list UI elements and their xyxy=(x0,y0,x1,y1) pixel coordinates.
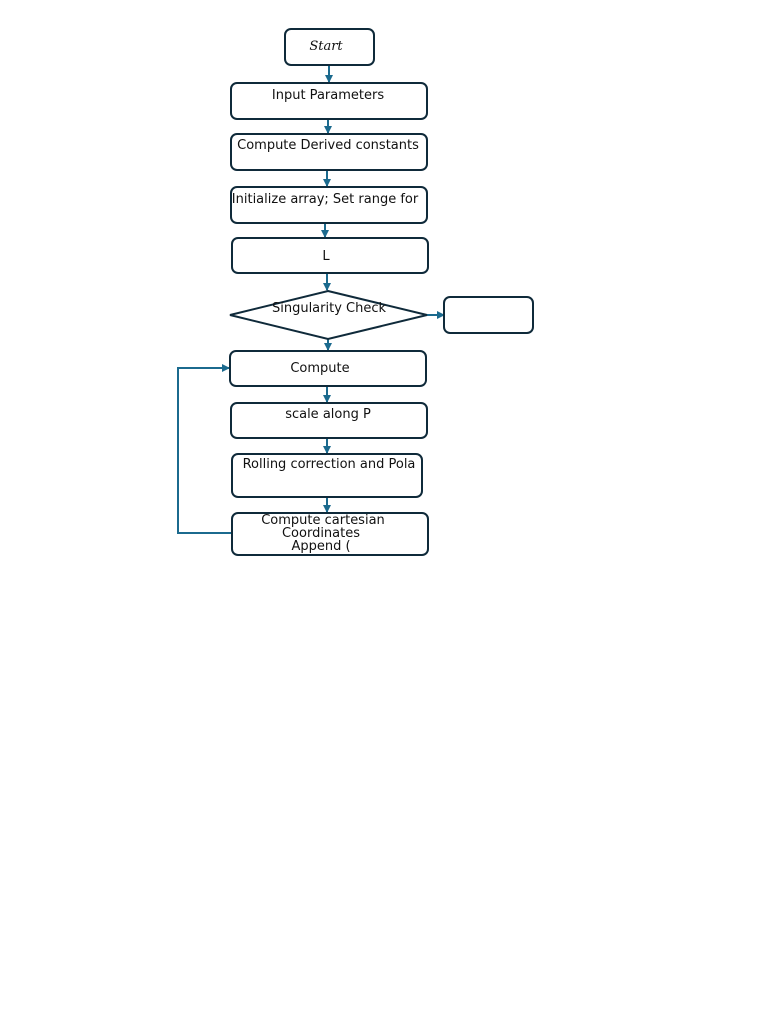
initialize-array-label: Initialize array; Set range for xyxy=(232,192,419,207)
compute-derived-node: Compute Derived constants xyxy=(230,133,428,171)
rolling-correction-label: Rolling correction and Pola xyxy=(243,457,416,472)
singularity-check-label: Singularity Check xyxy=(272,301,387,316)
l-step-node: L xyxy=(231,237,429,274)
singularity-check-decision: Singularity Check xyxy=(229,289,428,341)
scale-along-label: scale along P xyxy=(285,407,371,422)
compute-label: Compute xyxy=(290,361,349,376)
edge-loop-back xyxy=(177,364,231,534)
compute-derived-label: Compute Derived constants xyxy=(237,138,419,153)
start-label: Start xyxy=(309,39,343,54)
compute-cartesian-line-1: Compute cartesian xyxy=(261,513,385,528)
nodes: Start Input Parameters Compute Derived c… xyxy=(229,28,534,556)
compute-cartesian-line-2: Coordinates xyxy=(282,526,360,541)
scale-along-node: scale along P xyxy=(230,402,428,439)
start-node: Start xyxy=(284,28,375,66)
compute-node: Compute xyxy=(229,350,427,387)
rolling-correction-node: Rolling correction and Pola xyxy=(231,453,423,498)
edges xyxy=(177,65,445,534)
compute-cartesian-node: Compute cartesian Coordinates Append ( xyxy=(231,512,429,556)
input-parameters-label: Input Parameters xyxy=(272,88,384,103)
compute-cartesian-line-3: Append ( xyxy=(291,539,350,554)
initialize-array-node: Initialize array; Set range for xyxy=(230,186,428,224)
l-step-label: L xyxy=(322,249,330,264)
input-parameters-node: Input Parameters xyxy=(230,82,428,120)
side-box-node xyxy=(443,296,534,334)
